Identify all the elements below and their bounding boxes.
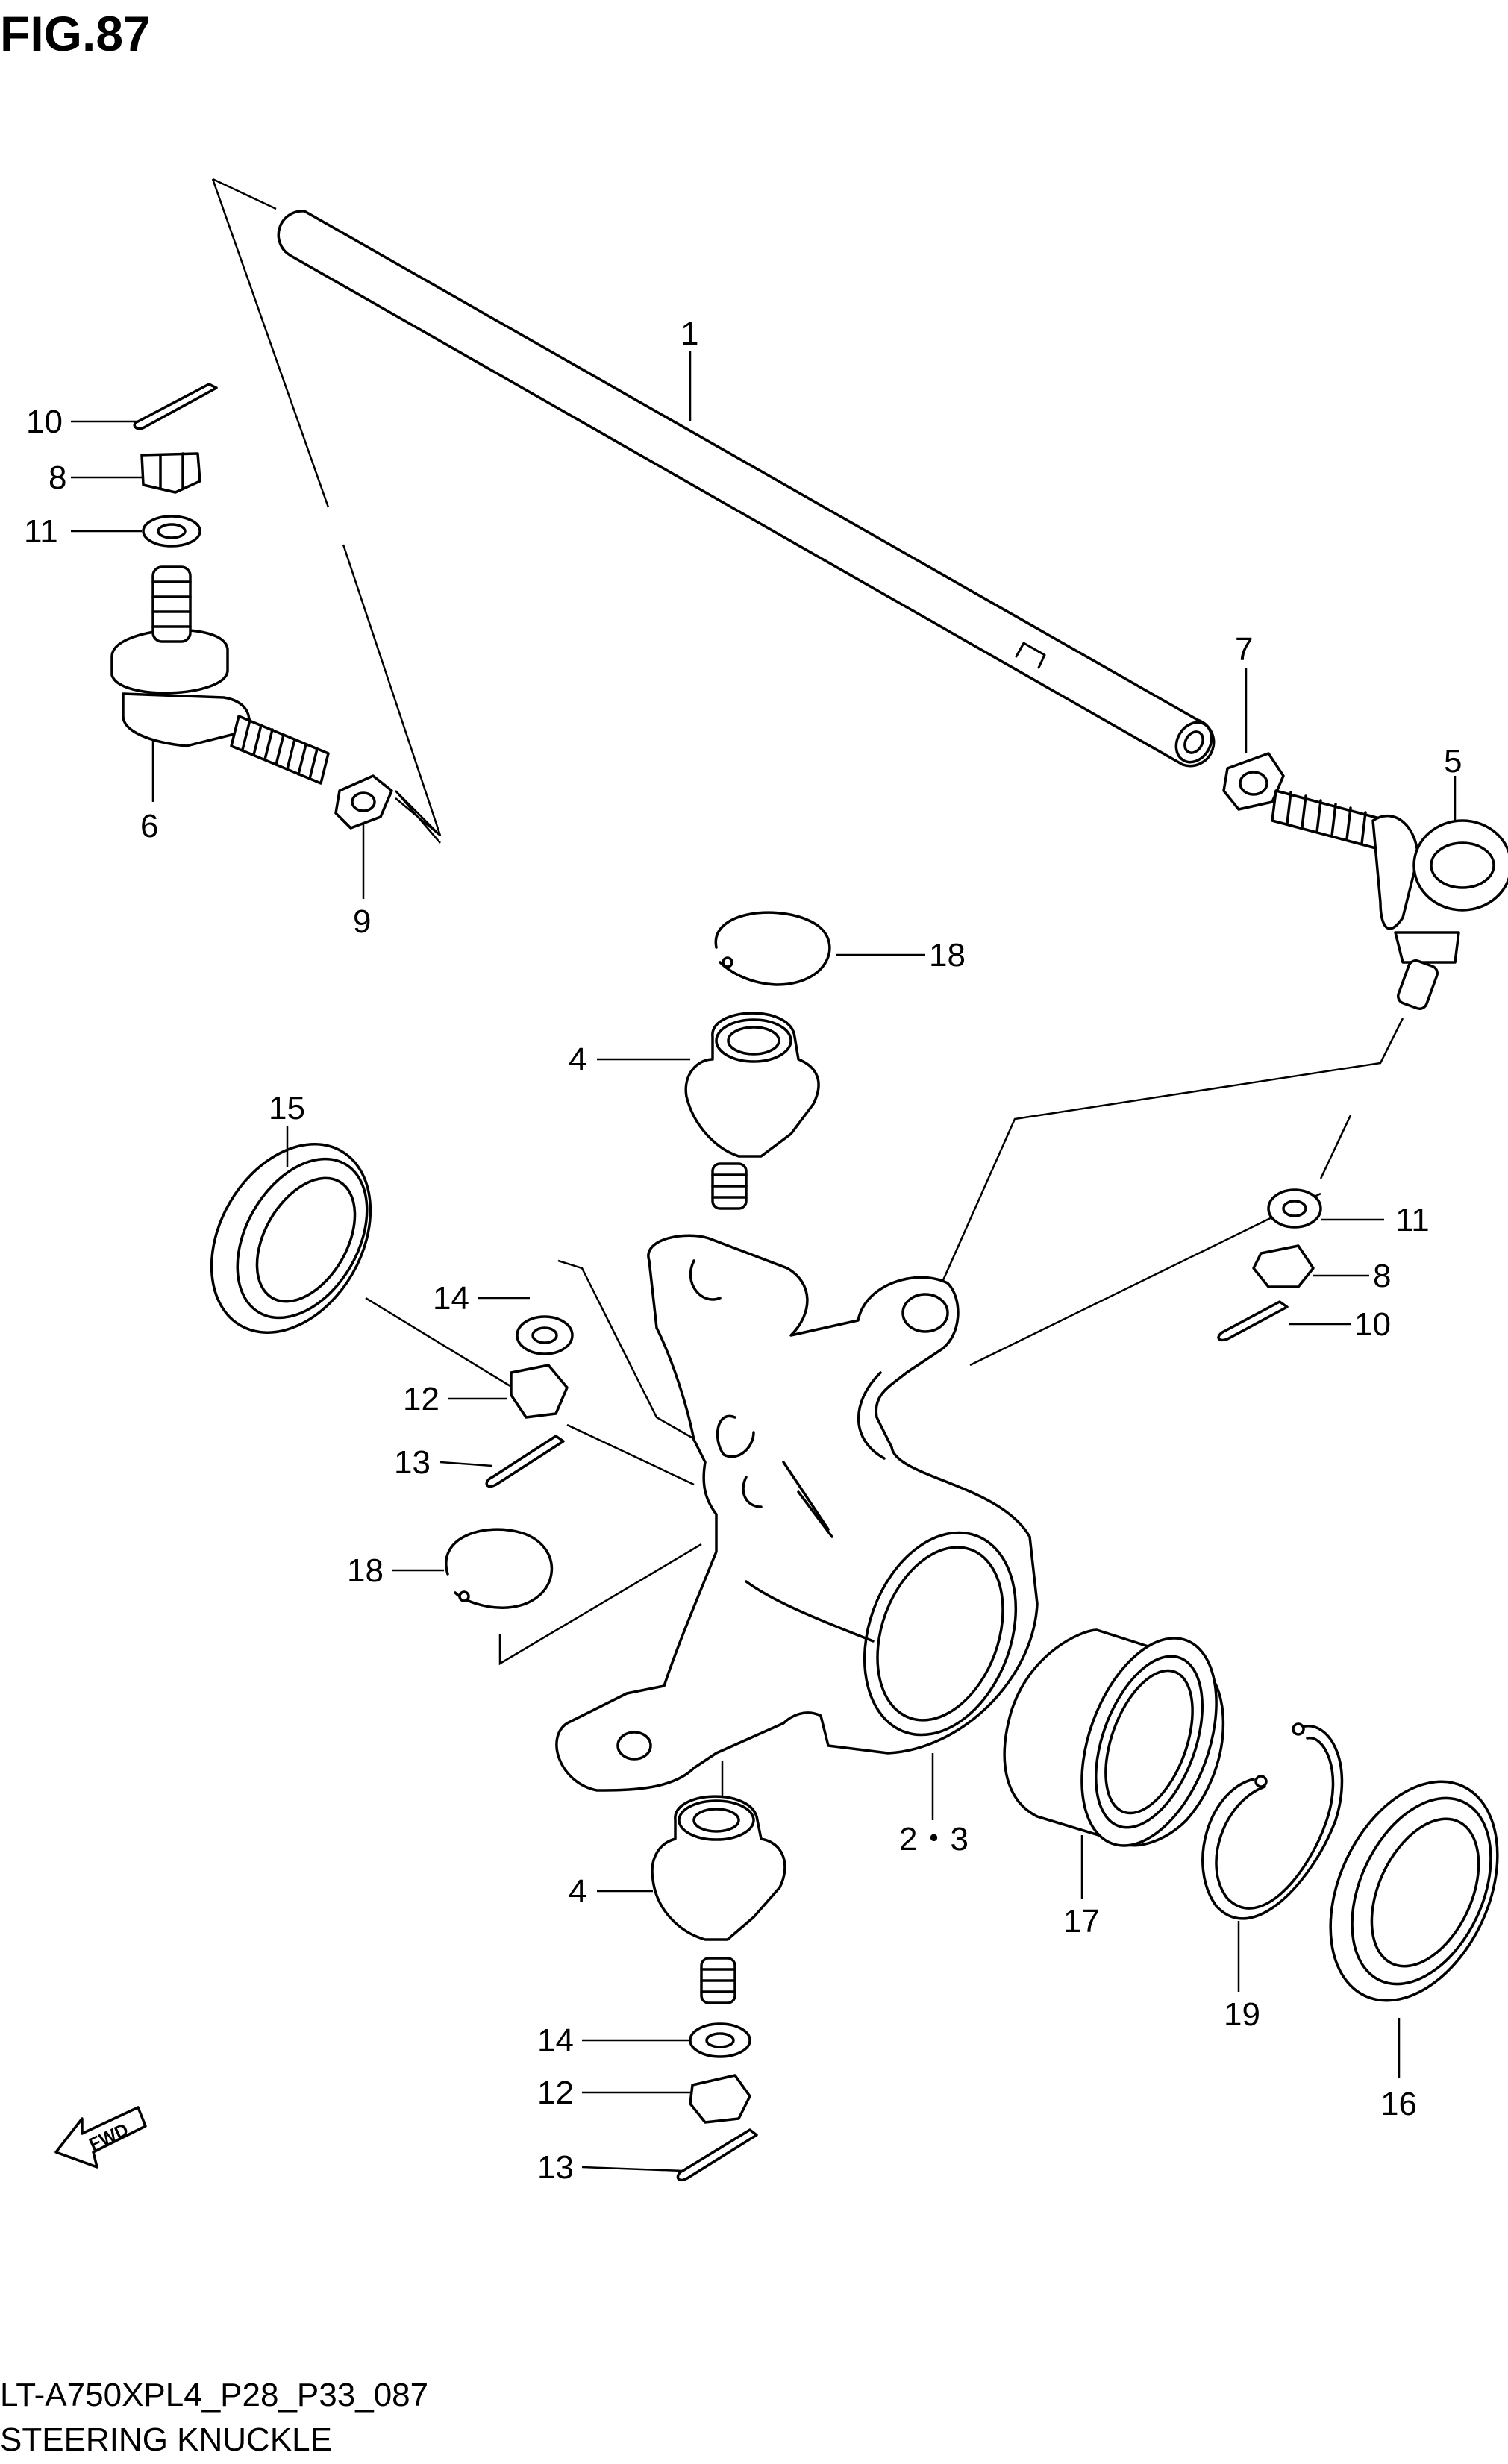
callout-label: 2・3: [899, 1821, 969, 1858]
lower-ball-joint: [651, 1795, 786, 2004]
oil-seal-15: [210, 1143, 372, 1334]
callout-label: 8: [49, 460, 66, 496]
callout-label: 7: [1235, 631, 1253, 668]
callout-label: 14: [433, 1280, 469, 1317]
model-code: LT-A750XPL4_P28_P33_087: [0, 2377, 428, 2413]
callout-label: 6: [140, 808, 158, 844]
figure-title: FIG.87: [0, 6, 151, 61]
left-fasteners-lower: [676, 2022, 758, 2182]
wheel-bearing: [1003, 1628, 1225, 1847]
callout-label: 1: [681, 316, 698, 352]
callout-labels: 1 10 8 11 6 9 7 5 18 4 15 11 8 10 14 12 …: [24, 316, 1462, 2186]
callout-label: 4: [569, 1041, 586, 1078]
oil-seal-16: [1329, 1780, 1499, 2002]
callout-label: 17: [1063, 1903, 1100, 1940]
callout-leaders: [71, 351, 1457, 2172]
upper-ball-joint: [684, 911, 831, 1210]
callout-label: 11: [1395, 1202, 1430, 1238]
circlip-19: [1201, 1722, 1344, 1920]
callout-label: 4: [569, 1873, 586, 1910]
callout-label: 13: [537, 2149, 574, 2186]
callout-label: 5: [1444, 743, 1462, 780]
callout-label: 12: [537, 2075, 574, 2111]
callout-label: 10: [26, 404, 63, 440]
callout-label: 10: [1354, 1306, 1391, 1343]
tie-rod: [277, 210, 1216, 768]
callout-label: 15: [269, 1090, 305, 1126]
right-fasteners: [1217, 1188, 1322, 1341]
circlip-18-lower: [445, 1528, 554, 1609]
steering-knuckle: [555, 1234, 1039, 1792]
callout-label: 12: [403, 1381, 439, 1417]
callout-label: 11: [24, 513, 58, 550]
figure-caption: STEERING KNUCKLE: [0, 2421, 332, 2458]
assembly-lines: [211, 178, 1404, 1813]
callout-label: 18: [929, 937, 966, 974]
callout-label: 19: [1224, 1996, 1260, 2033]
callout-label: 16: [1380, 2086, 1417, 2122]
tie-rod-end-right: [1222, 752, 1508, 1010]
callout-label: 9: [353, 903, 371, 940]
callout-label: 14: [537, 2022, 574, 2059]
callout-label: 8: [1373, 1258, 1391, 1294]
tie-rod-end-left: [110, 383, 393, 830]
fwd-arrow-icon: FWD: [54, 2106, 147, 2169]
left-fasteners-upper: [485, 1315, 574, 1488]
callout-label: 13: [394, 1444, 431, 1481]
callout-label: 18: [347, 1552, 384, 1589]
